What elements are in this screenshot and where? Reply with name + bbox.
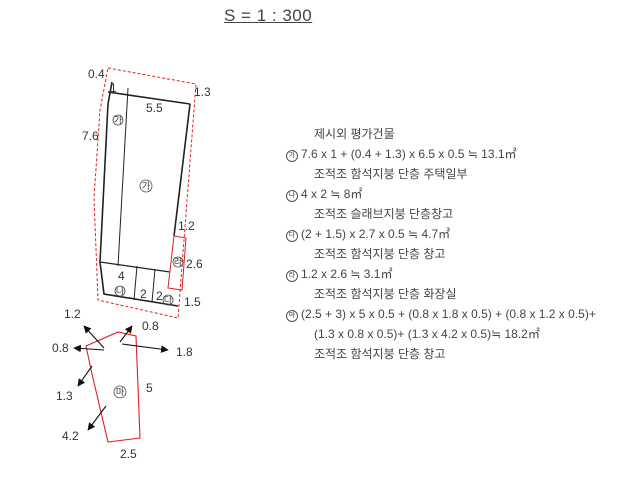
building-main-right-edge xyxy=(173,103,191,237)
dim-5: 5 xyxy=(146,381,153,395)
marker-na: 나 xyxy=(114,285,126,297)
dim-7-6: 7.6 xyxy=(82,129,99,143)
dim-arrow-1-2: 1.2 xyxy=(64,307,81,321)
building-main-top-edge xyxy=(107,91,191,105)
dim-2-6: 2.6 xyxy=(186,257,203,271)
dim-arrow-4-2: 4.2 xyxy=(62,429,79,443)
dim-4: 4 xyxy=(118,269,125,283)
building-base-line xyxy=(99,261,171,273)
note-desc: 조적조 함석지붕 단층 창고 xyxy=(314,247,446,261)
marker-ra: 라 xyxy=(172,256,184,268)
note-formula: 7.6 x 1 + (0.4 + 1.3) x 6.5 x 0.5 ≒ 13.1… xyxy=(301,147,517,161)
dim-1-5: 1.5 xyxy=(184,295,201,309)
arrow-4-2 xyxy=(87,405,107,431)
note-desc: 조적조 함석지붕 단층 창고 xyxy=(314,347,446,361)
dim-1-2: 1.2 xyxy=(178,219,195,233)
marker-ga-center: 가 xyxy=(139,179,153,193)
structure-ma-outline xyxy=(85,331,141,443)
building-main-inner-edge xyxy=(117,87,129,267)
dim-2-b: 2 xyxy=(156,289,163,303)
dim-arrow-0-8-right: 0.8 xyxy=(142,319,159,333)
scale-label: S = 1 : 300 xyxy=(224,6,313,25)
dim-arrow-1-8: 1.8 xyxy=(176,345,193,359)
annex-divider-1 xyxy=(133,265,138,301)
note-formula: (2.5 + 3) x 5 x 0.5 + (0.8 x 1.8 x 0.5) … xyxy=(301,307,596,321)
note-formula: 1.2 x 2.6 ≒ 3.1㎡ xyxy=(301,267,393,281)
arrow-0-8-left xyxy=(73,344,105,353)
note-marker-da: 다 xyxy=(286,230,298,242)
dim-arrow-1-3: 1.3 xyxy=(56,389,73,403)
dim-0-4: 0.4 xyxy=(88,67,105,81)
annex-ra-outline xyxy=(167,235,187,291)
svg-text:가: 가 xyxy=(114,115,122,125)
svg-text:마: 마 xyxy=(116,387,125,397)
note-marker-na: 나 xyxy=(286,190,298,202)
svg-text:라: 라 xyxy=(174,257,183,267)
notes-heading: 제시외 평가건물 xyxy=(314,127,395,141)
parcel-boundary-upper xyxy=(93,67,197,319)
note-marker-ga: 가 xyxy=(286,150,298,162)
note-desc: 조적조 슬래브지붕 단층창고 xyxy=(314,207,454,221)
dim-5-5: 5.5 xyxy=(146,101,163,115)
svg-text:나: 나 xyxy=(116,286,124,296)
annex-divider-2 xyxy=(151,268,156,303)
arrow-1-8 xyxy=(121,343,169,353)
note-desc: 조적조 함석지붕 단층 주택일부 xyxy=(314,167,468,181)
arrow-1-2 xyxy=(83,325,105,349)
dim-1-3: 1.3 xyxy=(194,85,211,99)
note-marker-ra: 라 xyxy=(286,270,298,282)
dim-arrow-0-8-left: 0.8 xyxy=(52,341,69,355)
note-formula: (2 + 1.5) x 2.7 x 0.5 ≒ 4.7㎡ xyxy=(301,227,451,241)
dim-2-5: 2.5 xyxy=(120,447,137,461)
arrow-1-3 xyxy=(77,365,93,387)
marker-ma: 마 xyxy=(113,385,127,399)
building-main-outline xyxy=(99,81,179,307)
marker-ga-top: 가 xyxy=(112,114,124,126)
note-formula-continued: (1.3 x 0.8 x 0.5)+ (1.3 x 4.2 x 0.5)≒ 18… xyxy=(314,327,540,341)
svg-text:가: 가 xyxy=(142,181,150,191)
svg-text:다: 다 xyxy=(164,295,173,305)
dim-1: 1 xyxy=(110,81,117,95)
note-item-da: 다(2 + 1.5) x 2.7 x 0.5 ≒ 4.7㎡ xyxy=(286,224,636,244)
note-marker-ma: 마 xyxy=(286,310,298,322)
note-desc: 조적조 함석지붕 단층 화장실 xyxy=(314,287,457,301)
arrow-0-8-right xyxy=(119,325,133,343)
dim-2-a: 2 xyxy=(140,287,147,301)
note-formula: 4 x 2 ≒ 8㎡ xyxy=(301,187,363,201)
note-item-ma: 마(2.5 + 3) x 5 x 0.5 + (0.8 x 1.8 x 0.5)… xyxy=(286,304,636,324)
marker-da: 다 xyxy=(162,294,174,306)
